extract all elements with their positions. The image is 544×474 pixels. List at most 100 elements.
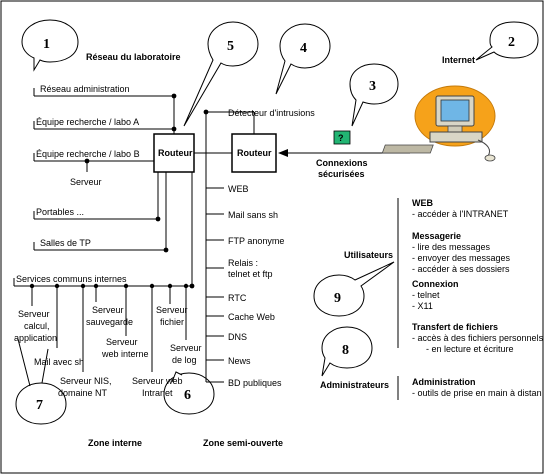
server-label: domaine NT: [58, 388, 108, 398]
dmz-service-label: FTP anonyme: [228, 236, 284, 246]
callout-8: 8: [321, 326, 373, 377]
server-label: application: [14, 333, 57, 343]
callout-7-pointer-left: [17, 338, 31, 387]
server-label: Serveur: [170, 343, 202, 353]
server-label: Serveur: [18, 309, 50, 319]
secure-connection-icon-glyph: ?: [338, 133, 344, 143]
web-section-title: WEB: [412, 198, 433, 208]
administration-section-title: Administration: [412, 377, 476, 387]
router-right-label: Routeur: [237, 148, 272, 158]
dmz-service-label: Relais :: [228, 258, 258, 268]
router-left: [153, 133, 195, 173]
user-capabilities-panel: WEB - accéder à l'INTRANET Messagerie - …: [412, 198, 544, 398]
callout-9: 9: [313, 261, 395, 317]
capability-item: - X11: [412, 301, 433, 311]
callout-5-number: 5: [227, 39, 234, 54]
callout-9-number: 9: [334, 291, 341, 306]
zone-semi-open-label: Zone semi-ouverte: [203, 438, 283, 448]
dmz-service-label: DNS: [228, 332, 247, 342]
capability-item: - accès à des fichiers personnels: [412, 333, 544, 343]
callout-6: 6: [163, 371, 215, 415]
junction-dot: [171, 126, 177, 132]
capability-item: - en lecture et écriture: [426, 344, 514, 354]
secure-connection-label: sécurisées: [318, 169, 365, 179]
junction-dot: [155, 216, 161, 222]
callout-4-number: 4: [300, 41, 307, 56]
junction-dot: [183, 283, 189, 289]
callout-2: 2: [475, 21, 539, 61]
callout-7-number: 7: [36, 398, 43, 413]
lab-network-title: Réseau du laboratoire: [86, 52, 181, 62]
junction-dot: [93, 283, 99, 289]
junction-dot: [171, 93, 177, 99]
junction-dot: [29, 283, 35, 289]
server-label: Mail avec sh: [34, 357, 84, 367]
callout-8-number: 8: [342, 343, 349, 358]
dmz-service-label: telnet et ftp: [228, 269, 273, 279]
file-transfer-section-title: Transfert de fichiers: [412, 322, 498, 332]
server-label: Intranet: [142, 388, 173, 398]
dmz-service-label: RTC: [228, 293, 247, 303]
junction-dot: [80, 283, 86, 289]
secure-connection-icon: [333, 130, 351, 145]
dmz-service-label: WEB: [228, 184, 249, 194]
junction-dot: [163, 247, 169, 253]
server-label: sauvegarde: [86, 317, 133, 327]
dmz-service-label: Détecteur d'intrusions: [228, 108, 315, 118]
computer-clipart-icon: [381, 85, 496, 162]
server-label: Serveur NIS,: [60, 376, 112, 386]
server-label: web interne: [101, 349, 149, 359]
network-label: Services communs internes: [16, 274, 127, 284]
junction-dot: [54, 283, 60, 289]
left-network-lines: [13, 88, 193, 287]
junction-dot: [167, 283, 173, 289]
server-label: fichier: [160, 317, 184, 327]
secure-connection-label: Connexions: [316, 158, 368, 168]
capability-item: - lire des messages: [412, 242, 491, 252]
internal-server-drops: [31, 286, 187, 372]
callout-7-pointer-right: [41, 348, 49, 384]
callout-1: 1: [21, 19, 79, 72]
zone-internal-label: Zone interne: [88, 438, 142, 448]
capability-item: - accéder à ses dossiers: [412, 264, 510, 274]
dmz-service-label: Cache Web: [228, 312, 275, 322]
capability-item: - envoyer des messages: [412, 253, 511, 263]
network-label: Salles de TP: [40, 238, 91, 248]
callout-2-number: 2: [508, 35, 515, 50]
server-label: de log: [172, 355, 197, 365]
connection-section-title: Connexion: [412, 279, 459, 289]
dmz-service-label: BD publiques: [228, 378, 282, 388]
network-label: Réseau administration: [40, 84, 130, 94]
router-right: [231, 133, 277, 173]
users-role-label: Utilisateurs: [344, 250, 393, 260]
callout-5: 5: [183, 21, 259, 127]
callout-3: 3: [349, 63, 399, 127]
internet-title: Internet: [442, 55, 475, 65]
junction-dot: [84, 158, 90, 164]
server-label: Serveur: [92, 305, 124, 315]
callout-6-number: 6: [184, 388, 191, 403]
callout-7: 7: [15, 338, 67, 425]
dmz-service-label: Mail sans sh: [228, 210, 278, 220]
junction-dot: [123, 283, 129, 289]
server-label: Serveur web: [132, 376, 183, 386]
arrowhead-icon: [278, 149, 288, 157]
network-label: Équipe recherche / labo B: [36, 149, 140, 159]
server-label: Serveur: [156, 305, 188, 315]
capability-item: - outils de prise en main à distan: [412, 388, 542, 398]
junction-dot: [149, 283, 155, 289]
capability-item: - telnet: [412, 290, 440, 300]
messaging-section-title: Messagerie: [412, 231, 461, 241]
junction-dot: [189, 283, 195, 289]
callout-4: 4: [275, 23, 331, 95]
network-label: Équipe recherche / labo A: [36, 117, 139, 127]
junction-dot: [203, 109, 209, 115]
dmz-lines: [205, 111, 255, 383]
callout-3-number: 3: [369, 79, 376, 94]
server-label: calcul,: [24, 321, 50, 331]
callout-1-number: 1: [43, 37, 50, 52]
capability-item: - accéder à l'INTRANET: [412, 209, 509, 219]
